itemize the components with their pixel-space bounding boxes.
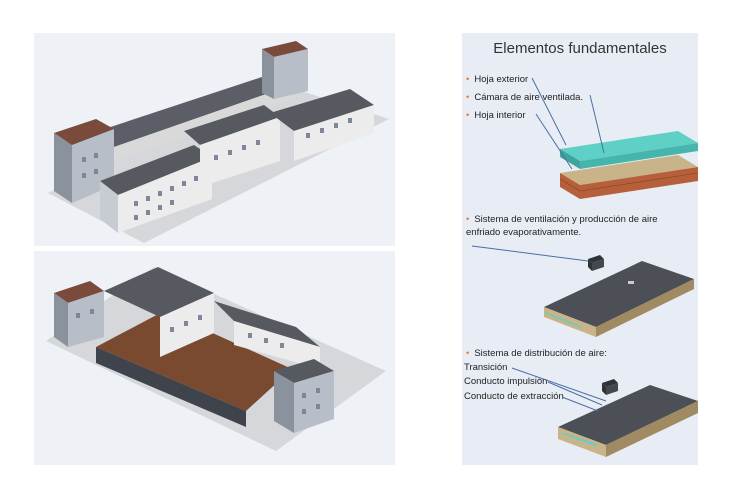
bullet-dot-icon: • [466,74,470,85]
label-conducto-extraccion: Conducto de extracción [464,391,564,402]
building-render-top-image [48,41,389,243]
slide-panel: Elementos fundamentales • Hoja exterior •… [462,33,698,465]
bullet-text: Hoja interior [474,110,526,121]
bullet-dot-icon: • [466,92,470,103]
distribution-arrows [511,367,607,412]
roof-ventilation-diagram [544,255,694,337]
bullet-dot-icon: • [466,348,470,359]
label-transicion: Transición [464,362,508,373]
building-render-bottom [34,251,395,465]
slide-title: Elementos fundamentales [493,40,667,57]
wall-callout-arrows [531,77,605,170]
bullet-text: Sistema de ventilación y producción de a… [466,214,658,238]
bullet-sistema-distribucion: • Sistema de distribución de aire: [466,347,607,360]
bullet-sistema-ventilacion: •Sistema de ventilación y producción de … [466,213,694,239]
bullet-hoja-interior: • Hoja interior [466,109,526,122]
ventilation-arrow [471,245,589,262]
bullet-camara-aire: • Cámara de aire ventilada. [466,91,583,104]
bullet-text: Sistema de distribución de aire: [474,348,607,359]
wall-section-diagram [559,131,698,199]
bullet-dot-icon: • [466,110,470,121]
building-render-top [34,33,395,246]
bullet-dot-icon: • [466,214,470,225]
bullet-text: Cámara de aire ventilada. [474,92,584,103]
label-conducto-impulsion: Conducto impulsión [464,376,548,387]
bullet-hoja-exterior: • Hoja exterior [466,73,528,86]
roof-distribution-diagram [558,379,698,457]
bullet-text: Hoja exterior [474,74,529,85]
building-render-bottom-image [46,267,386,451]
